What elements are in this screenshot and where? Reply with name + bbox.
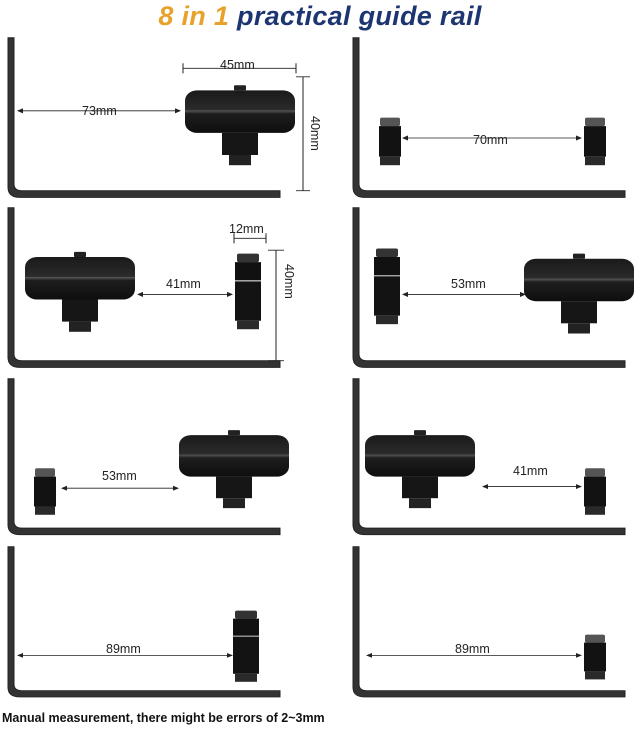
- gap-measurement: 41mm: [513, 464, 548, 478]
- gap-measurement: 70mm: [473, 133, 508, 147]
- config-panel-7: 89mm: [0, 545, 320, 715]
- config-panel-5: 53mm: [0, 377, 320, 547]
- config-panel-1: 73mm 45mm 40mm: [0, 36, 322, 206]
- gap-measurement: 53mm: [451, 277, 486, 291]
- config-panel-3: 41mm 12mm 40mm: [0, 206, 320, 376]
- wheel-height-measurement: 40mm: [308, 116, 322, 151]
- wheel-width-measurement: 45mm: [220, 58, 255, 72]
- gap-measurement: 89mm: [455, 642, 490, 656]
- title-main: practical guide rail: [237, 1, 482, 31]
- title-highlight: 8 in 1: [158, 1, 230, 31]
- config-panel-8: 89mm: [345, 545, 640, 715]
- config-panel-6: 41mm: [345, 377, 640, 547]
- config-panel-2: 70mm: [345, 36, 640, 206]
- page-title: 8 in 1 practical guide rail: [0, 0, 640, 34]
- gap-measurement: 53mm: [102, 469, 137, 483]
- footer-note: Manual measurement, there might be error…: [2, 711, 325, 725]
- gap-measurement: 89mm: [106, 642, 141, 656]
- gap-measurement: 73mm: [82, 104, 117, 118]
- roller-height-measurement: 40mm: [282, 264, 296, 299]
- roller-width-measurement: 12mm: [229, 222, 264, 236]
- config-panel-4: 53mm: [345, 206, 640, 376]
- gap-measurement: 41mm: [166, 277, 201, 291]
